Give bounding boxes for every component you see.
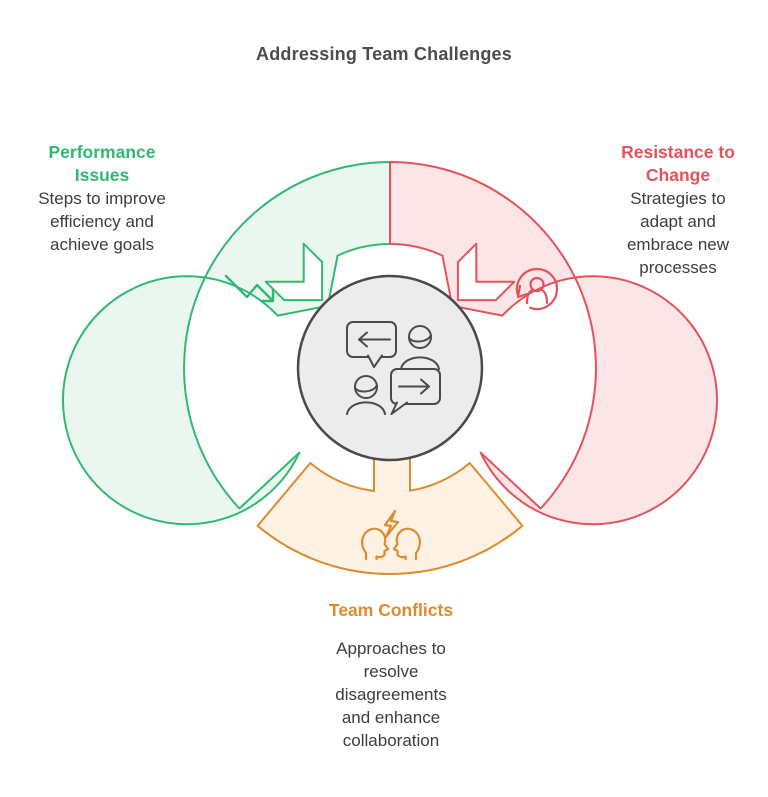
label-block-performance: Performance Issues Steps to improve effi… (27, 141, 177, 256)
label-block-resistance: Resistance to Change Strategies to adapt… (615, 141, 741, 279)
segment-description-conflicts: Approaches to resolve disagreements and … (335, 639, 447, 750)
declining-zigzag-arrow-icon (224, 274, 275, 303)
center-hub (296, 274, 484, 462)
speech-bubble-right-arrow (390, 368, 441, 415)
segment-conflicts-arc (256, 447, 524, 575)
segment-description-resistance: Strategies to adapt and embrace new proc… (626, 189, 730, 277)
label-block-conflicts: Team Conflicts Approaches to resolve dis… (321, 599, 461, 752)
segment-label-resistance: Resistance to Change (621, 142, 735, 185)
segment-resistance-chevron-notch (456, 242, 516, 302)
segment-performance (62, 161, 391, 526)
segment-label-performance: Performance Issues (48, 142, 156, 185)
speech-bubble-left-arrow (346, 321, 397, 368)
team-communication-icon (346, 321, 441, 415)
segment-performance-chevron-notch (264, 242, 324, 302)
center-circle (296, 274, 484, 462)
segment-label-conflicts: Team Conflicts (328, 600, 454, 620)
person-cycle-arrow-icon (515, 267, 559, 311)
segment-description-performance: Steps to improve efficiency and achieve … (38, 189, 166, 254)
segment-resistance (389, 161, 718, 526)
segment-conflicts (256, 447, 524, 575)
two-profiles-lightning-icon (361, 509, 421, 561)
page-title: Addressing Team Challenges (256, 44, 512, 64)
